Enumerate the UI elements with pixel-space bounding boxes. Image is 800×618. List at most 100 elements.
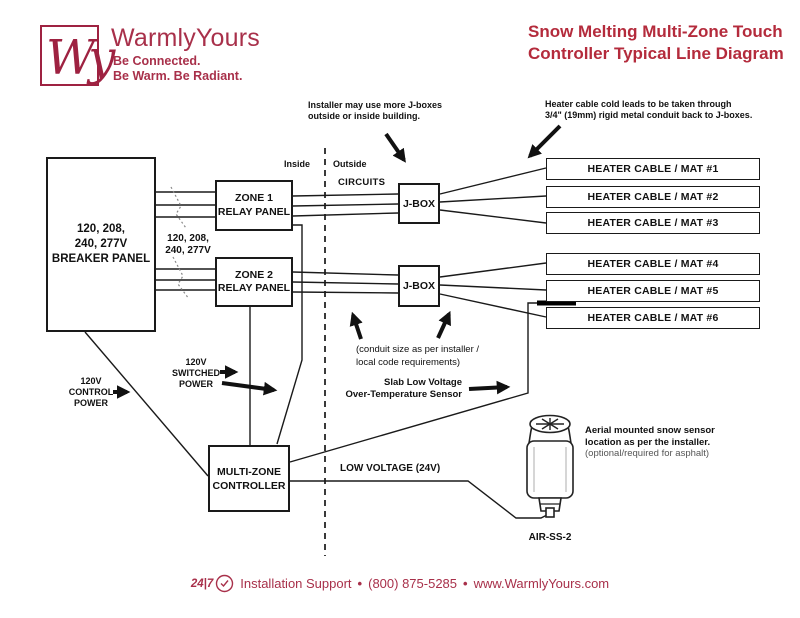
- zone1-jbox1-line3: [292, 212, 399, 217]
- heater-mat-3-label: HEATER CABLE / MAT #3: [587, 217, 719, 229]
- footer: 24|7 Installation Support • (800) 875-52…: [0, 574, 800, 593]
- heater-mat-2-label: HEATER CABLE / MAT #2: [587, 191, 719, 203]
- sensor-stub: [545, 507, 555, 518]
- brand-tagline-2: Be Warm. Be Radiant.: [113, 69, 243, 83]
- 24-7-badge: 24|7: [190, 577, 214, 590]
- jbox2-box: J-BOX: [398, 265, 440, 307]
- outside-label: Outside: [333, 159, 367, 169]
- low-voltage-label: LOW VOLTAGE (24V): [340, 463, 441, 474]
- slab-sensor-arrow: [468, 380, 511, 395]
- cold-leads-note-line2: 3/4" (19mm) rigid metal conduit back to …: [545, 110, 753, 120]
- jbox1-mat2-line: [439, 195, 547, 203]
- bundle-voltage-label: 120, 208, 240, 277V: [160, 233, 216, 257]
- power-feed-lines: [84, 167, 550, 519]
- heater-mat-6-box: HEATER CABLE / MAT #6: [546, 307, 760, 329]
- aerial-sensor-note: Aerial mounted snow sensor location as p…: [585, 425, 715, 460]
- jbox1-mat3-line: [439, 209, 547, 224]
- footer-separator-2: •: [463, 576, 468, 591]
- installer-note-arrow: [384, 132, 406, 163]
- heater-mat-5-box: HEATER CABLE / MAT #5: [546, 280, 760, 302]
- breaker-panel-line3: BREAKER PANEL: [51, 253, 151, 265]
- conduit-size-note-line2: local code requirements): [356, 357, 461, 368]
- aerial-sensor-note-line2: location as per the installer.: [585, 436, 711, 448]
- page-title-line2: Controller Typical Line Diagram: [528, 44, 784, 63]
- cold-leads-note: Heater cable cold leads to be taken thro…: [545, 99, 752, 121]
- breaker-controller-line: [84, 331, 209, 477]
- zone1-jbox1-line2: [292, 203, 399, 207]
- inside-label: Inside: [284, 159, 311, 169]
- conduit-size-note-line1: (conduit size as per installer /: [356, 344, 480, 355]
- slab-sensor-label-line1: Slab Low Voltage: [384, 377, 462, 388]
- footer-separator-1: •: [357, 576, 363, 591]
- conduit-arrow-left: [349, 311, 363, 340]
- snow-sensor-icon: [526, 414, 574, 518]
- jbox2-mat5-line: [439, 284, 547, 291]
- installer-jbox-note-line2: outside or inside building.: [308, 111, 420, 121]
- sensor-model-label: AIR-SS-2: [528, 532, 572, 543]
- heater-mat-2-box: HEATER CABLE / MAT #2: [546, 186, 760, 208]
- installer-jbox-note: Installer may use more J-boxes outside o…: [308, 100, 442, 122]
- breaker-panel-line1: 120, 208,: [77, 223, 125, 235]
- multi-zone-controller-box: MULTI-ZONE CONTROLLER: [208, 445, 290, 512]
- footer-url[interactable]: www.WarmlyYours.com: [473, 576, 610, 591]
- slab-sensor-label-line2: Over-Temperature Sensor: [345, 388, 462, 400]
- jbox1-box: J-BOX: [398, 183, 440, 224]
- zone2-jbox2-line2: [292, 281, 399, 285]
- zone2-jbox2-line1: [292, 271, 399, 276]
- heater-mat-5-label: HEATER CABLE / MAT #5: [587, 285, 719, 297]
- control-power-line2: CONTROL: [68, 387, 114, 397]
- break-mark-zone2: [172, 256, 190, 300]
- jbox2-mat4-line: [439, 262, 547, 278]
- brand-name: WarmlyYours: [111, 24, 260, 52]
- installer-jbox-note-line1: Installer may use more J-boxes: [308, 100, 443, 110]
- zone1-line2: RELAY PANEL: [217, 205, 291, 218]
- zone1-controller-line: [276, 224, 303, 445]
- zone2-jbox2-line3: [292, 291, 399, 294]
- zone1-line1: ZONE 1: [235, 192, 273, 204]
- control-power-label: 120V CONTROL POWER: [56, 376, 126, 409]
- warmlyyours-logo-monogram-icon: Wy: [46, 30, 115, 86]
- jbox1-label: J-BOX: [402, 197, 436, 210]
- sensor-body-detail: [533, 447, 567, 492]
- zone2-line2: RELAY PANEL: [217, 282, 291, 294]
- aerial-sensor-note-line3: (optional/required for asphalt): [585, 448, 710, 459]
- heater-mat-1-label: HEATER CABLE / MAT #1: [587, 163, 719, 175]
- controller-line2: CONTROLLER: [212, 479, 286, 492]
- heater-mat-1-box: HEATER CABLE / MAT #1: [546, 158, 760, 180]
- breaker-panel-line2: 240, 277V: [74, 238, 128, 250]
- page-title: Snow Melting Multi-Zone Touch Controller…: [528, 21, 784, 65]
- switched-power-line3: POWER: [178, 379, 213, 389]
- circuits-label: CIRCUITS: [338, 177, 386, 188]
- jbox1-mat1-line: [439, 167, 547, 195]
- bundle-voltage-line1: 120, 208,: [167, 233, 209, 244]
- conduit-arrow-right: [436, 310, 451, 339]
- zone1-relay-panel-box: ZONE 1 RELAY PANEL: [215, 180, 293, 231]
- low-voltage-wire: [290, 480, 550, 519]
- conduit-size-note: (conduit size as per installer / local c…: [356, 343, 479, 369]
- zone1-jbox1-line1: [292, 193, 399, 197]
- slab-sensor-label: Slab Low Voltage Over-Temperature Sensor: [330, 377, 462, 400]
- footer-phone[interactable]: (800) 875-5285: [368, 576, 458, 591]
- heater-mat-3-box: HEATER CABLE / MAT #3: [546, 212, 760, 234]
- aerial-sensor-note-line1: Aerial mounted snow sensor: [585, 425, 715, 436]
- switched-power-line2: SWITCHED: [172, 368, 220, 378]
- cold-leads-arrow: [527, 124, 562, 159]
- bundle-voltage-line2: 240, 277V: [165, 245, 211, 256]
- switched-power-line1: 120V: [185, 357, 207, 367]
- brand-tagline-1: Be Connected.: [113, 54, 201, 68]
- slab-sensor-wire: [289, 302, 537, 463]
- heater-mat-6-label: HEATER CABLE / MAT #6: [587, 312, 719, 324]
- control-power-line3: POWER: [73, 398, 108, 408]
- switched-power-label: 120V SWITCHED POWER: [161, 357, 231, 390]
- snowflake-icon: [536, 418, 564, 430]
- jbox2-label: J-BOX: [402, 280, 436, 292]
- footer-support-text: Installation Support: [240, 576, 352, 591]
- warmlyyours-logo-frame: [40, 25, 99, 86]
- control-power-line1: 120V: [80, 376, 102, 386]
- zone2-line1: ZONE 2: [235, 268, 273, 281]
- heater-mat-4-box: HEATER CABLE / MAT #4: [546, 253, 760, 275]
- cable-break-marks: [170, 186, 190, 300]
- break-mark-zone1: [170, 186, 187, 229]
